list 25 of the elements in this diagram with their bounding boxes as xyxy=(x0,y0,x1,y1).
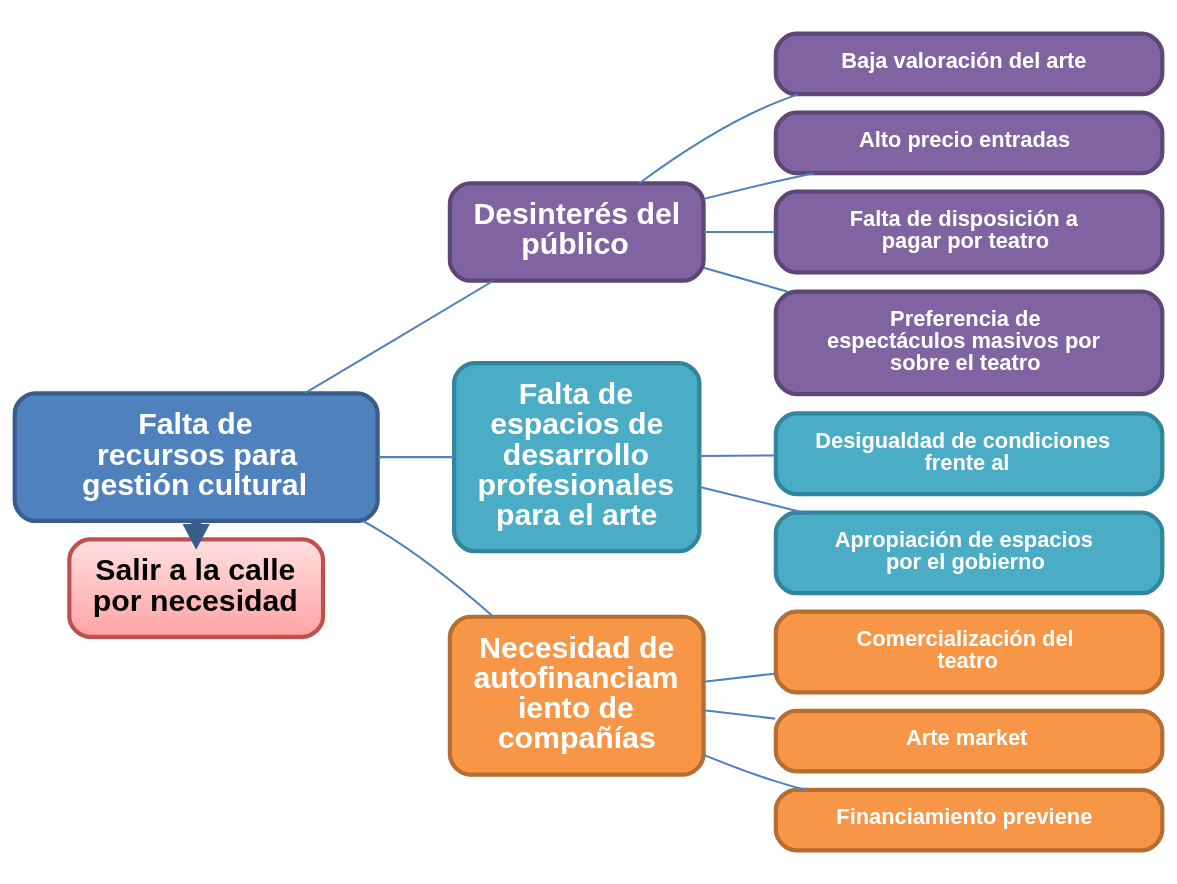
node-box: Falta de recursos para gestión cultural xyxy=(12,391,380,524)
node-box: Preferencia de espectáculos masivos por sobre el teatro xyxy=(773,289,1165,397)
node-box: Baja valoración del arte xyxy=(773,31,1165,97)
node-box: Necesidad de autofinanciam iento de compañías xyxy=(447,614,706,777)
node-box: Alto precio entradas xyxy=(773,110,1165,176)
node-box: Arte market xyxy=(773,708,1165,774)
connector xyxy=(703,753,806,791)
connector xyxy=(703,672,776,683)
connector xyxy=(699,454,776,458)
node-box: Financiamiento previene xyxy=(773,787,1165,853)
connector xyxy=(703,709,776,720)
node-box: Salir a la calle por necesidad xyxy=(67,537,326,639)
node-box: Comercialización del teatro xyxy=(773,609,1165,695)
connector xyxy=(638,93,799,184)
connector xyxy=(304,280,494,395)
node-box: Falta de disposición a pagar por teatro xyxy=(773,189,1165,275)
node-box: Desinterés del público xyxy=(447,181,706,283)
node-box: Desigualdad de condiciones frente al xyxy=(773,411,1165,497)
connector xyxy=(703,230,776,233)
connector xyxy=(699,486,804,514)
node-box: Falta de espacios de desarrollo profesionales para el arte xyxy=(452,360,702,554)
connector xyxy=(703,266,788,293)
connector xyxy=(378,456,454,459)
node-box: Apropiación de espacios por el gobierno xyxy=(773,510,1165,596)
connector xyxy=(362,520,494,618)
